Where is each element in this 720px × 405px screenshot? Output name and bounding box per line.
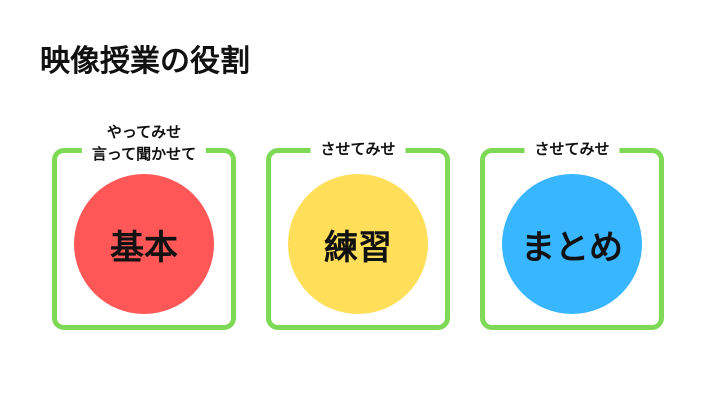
- slide-title: 映像授業の役割: [40, 44, 250, 79]
- role-circle-basics: 基本: [74, 174, 214, 314]
- role-circle-summary: まとめ: [502, 174, 642, 314]
- role-circle-practice: 練習: [288, 174, 428, 314]
- card-caption: させてみせ: [524, 138, 620, 160]
- card-caption: やってみせ 言って聞かせて: [81, 121, 207, 165]
- role-card-summary: させてみせ まとめ: [480, 138, 664, 330]
- card-caption: させてみせ: [310, 138, 406, 160]
- caption-line: 言って聞かせて: [91, 145, 197, 163]
- role-card-basics: やってみせ 言って聞かせて 基本: [52, 121, 236, 330]
- caption-line: やってみせ: [106, 123, 182, 141]
- role-card-practice: させてみせ 練習: [266, 138, 450, 330]
